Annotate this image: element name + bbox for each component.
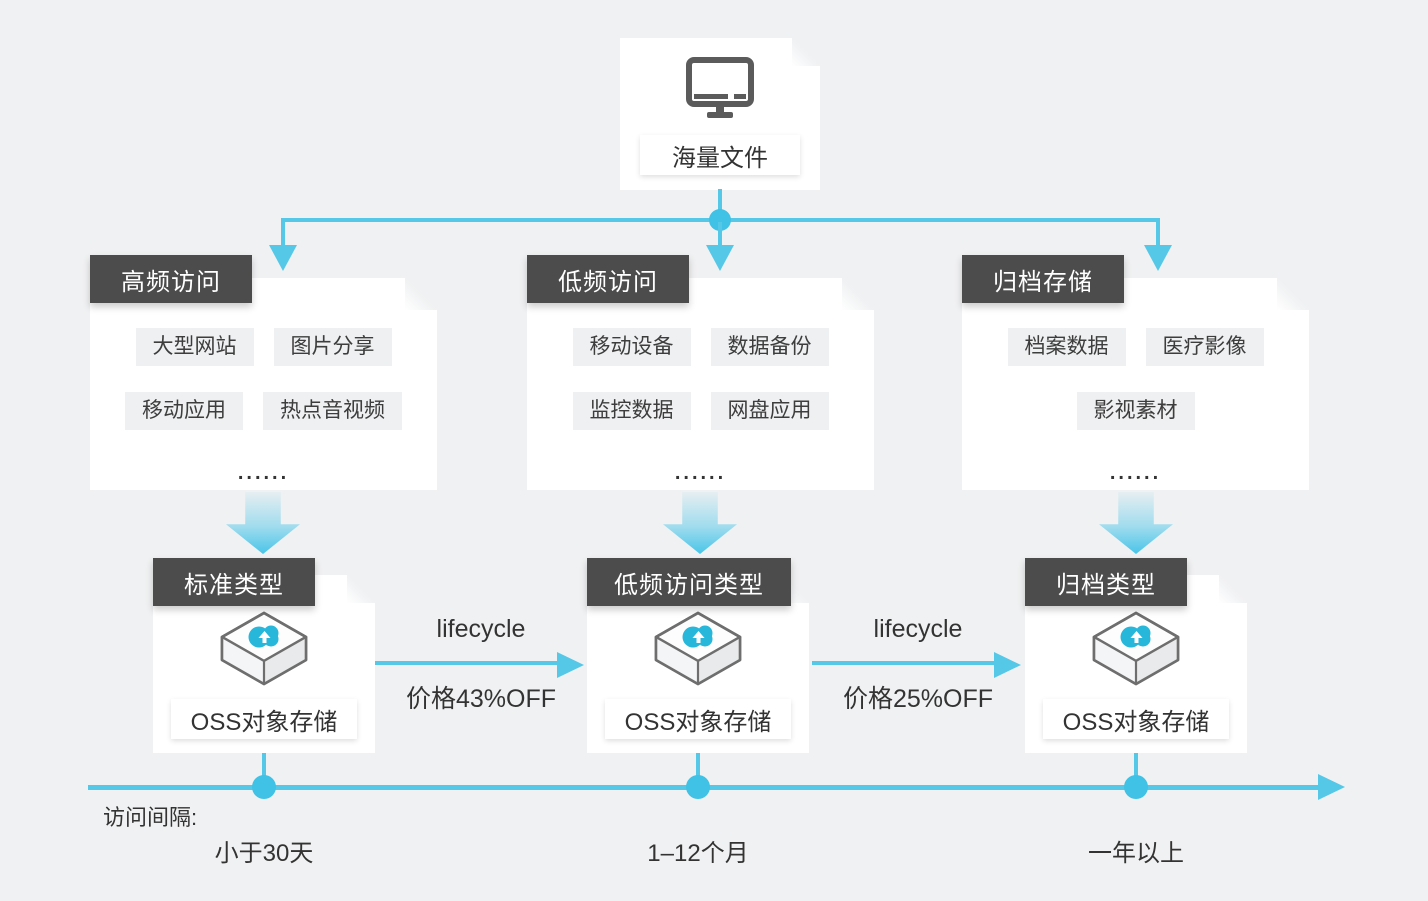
ellipsis-more: ...... <box>237 462 290 484</box>
arrow-right-icon <box>994 652 1021 678</box>
arrow-right-icon <box>557 652 584 678</box>
timeline-drop-line <box>696 753 700 787</box>
category-title-badge: 归档存储 <box>962 255 1124 303</box>
arrow-down-icon <box>269 245 297 271</box>
timeline-dot <box>686 775 710 799</box>
connector-stub-middle <box>718 222 722 246</box>
timeline-drop-line <box>1134 753 1138 787</box>
timeline-tick-label: 一年以上 <box>1088 840 1184 867</box>
storage-title-badge: 低频访问类型 <box>587 558 791 606</box>
use-case-tag: 影视素材 <box>1077 392 1195 430</box>
oss-cube-icon <box>587 608 809 698</box>
timeline-drop-line <box>262 753 266 787</box>
oss-product-label: OSS对象存储 <box>605 699 791 739</box>
oss-cube-icon <box>1025 608 1247 698</box>
timeline-dot <box>252 775 276 799</box>
connector-stub-right <box>1156 218 1160 246</box>
storage-title-badge: 标准类型 <box>153 558 315 606</box>
use-case-tag: 数据备份 <box>711 328 829 366</box>
timeline-tick-label: 小于30天 <box>214 840 314 867</box>
lifecycle-arrow-line <box>812 661 994 665</box>
storage-title-badge: 归档类型 <box>1025 558 1187 606</box>
folded-corner <box>1219 575 1247 603</box>
use-case-tag: 图片分享 <box>274 328 392 366</box>
timeline-arrowhead-icon <box>1318 774 1345 800</box>
lifecycle-label: lifecycle <box>436 615 526 643</box>
category-card-archive: 档案数据 医疗影像 影视素材 ...... <box>962 278 1309 490</box>
timeline-axis-label: 访问间隔: <box>103 805 198 830</box>
source-label: 海量文件 <box>640 135 800 175</box>
big-down-arrow-icon <box>663 492 737 554</box>
ellipsis-more: ...... <box>1109 462 1162 484</box>
use-case-tag: 移动应用 <box>125 392 243 430</box>
connector-junction-dot <box>709 209 731 231</box>
source-card: 海量文件 <box>620 38 820 190</box>
category-card-low-frequency: 移动设备 数据备份 监控数据 网盘应用 ...... <box>527 278 874 490</box>
timeline-tick-label: 1–12个月 <box>647 840 749 867</box>
big-down-arrow-icon <box>1099 492 1173 554</box>
arrow-down-icon <box>706 245 734 271</box>
connector-stub-left <box>281 218 285 246</box>
arrow-down-icon <box>1144 245 1172 271</box>
use-case-tag: 热点音视频 <box>263 392 402 430</box>
timeline-dot <box>1124 775 1148 799</box>
folded-corner <box>1277 278 1309 310</box>
use-case-tag: 网盘应用 <box>711 392 829 430</box>
oss-product-label: OSS对象存储 <box>1043 699 1229 739</box>
category-card-high-frequency: 大型网站 图片分享 移动应用 热点音视频 ...... <box>90 278 437 490</box>
discount-label: 价格43%OFF <box>405 685 557 713</box>
use-case-tag: 档案数据 <box>1008 328 1126 366</box>
lifecycle-label: lifecycle <box>873 615 963 643</box>
oss-cube-icon <box>153 608 375 698</box>
monitor-icon <box>620 56 820 120</box>
use-case-tag: 医疗影像 <box>1146 328 1264 366</box>
folded-corner <box>347 575 375 603</box>
lifecycle-transition-1: lifecycle 价格43%OFF <box>375 615 587 715</box>
folded-corner <box>405 278 437 310</box>
use-case-tag: 移动设备 <box>573 328 691 366</box>
oss-product-label: OSS对象存储 <box>171 699 357 739</box>
use-case-tag: 监控数据 <box>573 392 691 430</box>
category-title-badge: 高频访问 <box>90 255 252 303</box>
ellipsis-more: ...... <box>674 462 727 484</box>
connector-vline-top <box>718 189 722 222</box>
lifecycle-arrow-line <box>375 661 557 665</box>
big-down-arrow-icon <box>226 492 300 554</box>
use-case-tag: 大型网站 <box>136 328 254 366</box>
lifecycle-transition-2: lifecycle 价格25%OFF <box>812 615 1024 715</box>
discount-label: 价格25%OFF <box>842 685 994 713</box>
category-title-badge: 低频访问 <box>527 255 689 303</box>
folded-corner <box>842 278 874 310</box>
